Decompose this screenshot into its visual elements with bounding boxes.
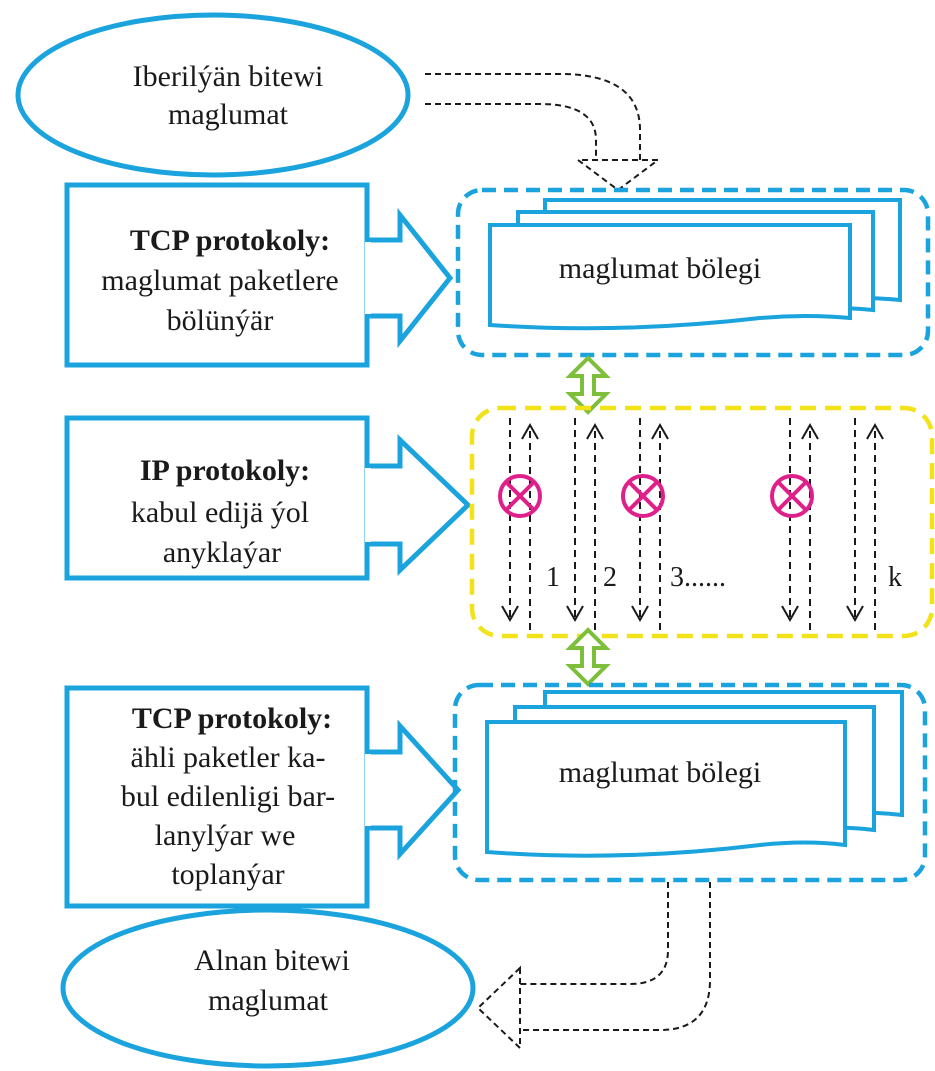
input-oval-line1: Iberilýän bitewi xyxy=(133,60,324,93)
packet-bottom-label: maglumat bölegi xyxy=(559,756,761,789)
tcp-split-line1: maglumat paketlere xyxy=(101,264,338,297)
packet-group-bottom: maglumat bölegi xyxy=(452,682,928,883)
tcp-split-line2: bölünýär xyxy=(167,304,274,337)
ip-box-line2: anyklaýar xyxy=(163,536,281,569)
router-icons xyxy=(498,474,814,518)
tcp-split-title: TCP protokoly: xyxy=(130,224,330,257)
output-message-oval: Alnan bitewi maglumat xyxy=(60,907,476,1069)
route-label-3: 3...... xyxy=(670,562,726,593)
green-double-arrow-top xyxy=(565,355,611,415)
router-icon xyxy=(498,474,542,518)
tcp-assemble-line3: lanylýar we xyxy=(155,819,296,852)
ip-box-line1: kabul edijä ýol xyxy=(131,496,309,529)
route-arrowheads xyxy=(501,422,884,623)
route-lines xyxy=(509,418,876,630)
input-oval-line2: maglumat xyxy=(168,98,289,131)
ip-box-title: IP protokoly: xyxy=(140,454,310,487)
tcp-assemble-arrow xyxy=(367,719,462,861)
router-icon xyxy=(621,474,665,518)
tcp-assemble-line2: bul edilenligi bar- xyxy=(121,780,335,813)
tcp-assemble-line1: ähli paketler ka- xyxy=(131,741,326,774)
output-oval-line2: maglumat xyxy=(208,984,329,1017)
input-flow-arrow xyxy=(425,73,661,192)
route-label-2: 2 xyxy=(603,562,617,593)
route-label-k: k xyxy=(888,562,902,593)
tcp-split-box: TCP protokoly: maglumat paketlere bölüný… xyxy=(64,182,454,368)
packet-top-label: maglumat bölegi xyxy=(559,252,761,285)
output-flow-arrow xyxy=(476,882,711,1051)
ip-box: IP protokoly: kabul edijä ýol anyklaýar xyxy=(64,415,472,581)
packet-group-top: maglumat bölegi xyxy=(455,187,931,358)
tcp-assemble-title: TCP protokoly: xyxy=(132,702,332,735)
routing-region: 1 2 3...... k xyxy=(469,405,935,639)
route-label-1: 1 xyxy=(546,562,560,593)
input-message-oval: Iberilýän bitewi maglumat xyxy=(15,12,411,178)
output-oval-line1: Alnan bitewi xyxy=(194,944,350,977)
ip-arrow xyxy=(367,434,472,576)
tcp-split-arrow xyxy=(367,207,454,349)
tcp-assemble-line4: toplanýar xyxy=(171,858,284,891)
green-double-arrow-bottom xyxy=(565,627,611,687)
router-icon xyxy=(770,474,814,518)
tcp-assemble-box: TCP protokoly: ähli paketler ka- bul edi… xyxy=(64,685,462,909)
